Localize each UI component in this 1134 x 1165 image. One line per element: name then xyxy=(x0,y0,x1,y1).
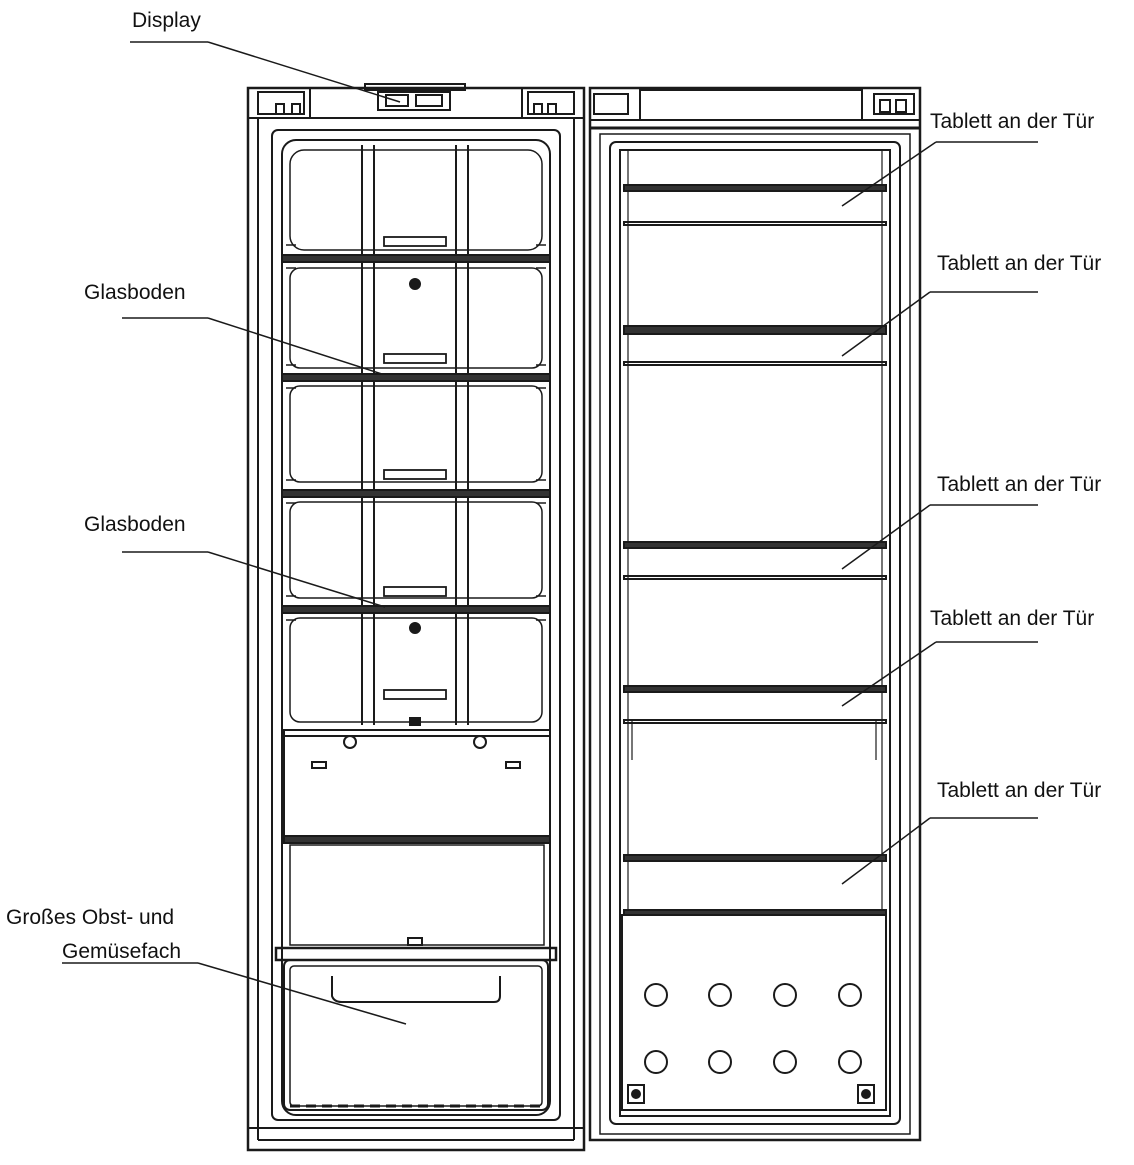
door-trays xyxy=(623,184,887,916)
fridge-cabinet xyxy=(246,83,586,1152)
label-door-tray-1: Tablett an der Tür xyxy=(930,110,1095,133)
leader-lines xyxy=(62,41,1038,1025)
label-display: Display xyxy=(132,9,201,32)
glass-shelves xyxy=(281,254,551,614)
door-bottom-bin xyxy=(621,914,887,1111)
label-door-tray-4: Tablett an der Tür xyxy=(930,607,1095,630)
crisper-drawer xyxy=(274,946,558,1111)
label-crisper-line1: Großes Obst- und xyxy=(6,906,175,929)
label-glass-shelf-upper: Glasboden xyxy=(84,281,186,304)
label-door-tray-5: Tablett an der Tür xyxy=(937,779,1102,802)
label-door-tray-2: Tablett an der Tür xyxy=(937,252,1102,275)
label-door-tray-3: Tablett an der Tür xyxy=(937,473,1102,496)
label-crisper-line2: Gemüsefach xyxy=(62,940,182,963)
display-panel xyxy=(377,91,451,111)
fridge-door xyxy=(588,86,922,1142)
label-glass-shelf-lower: Glasboden xyxy=(84,513,186,536)
